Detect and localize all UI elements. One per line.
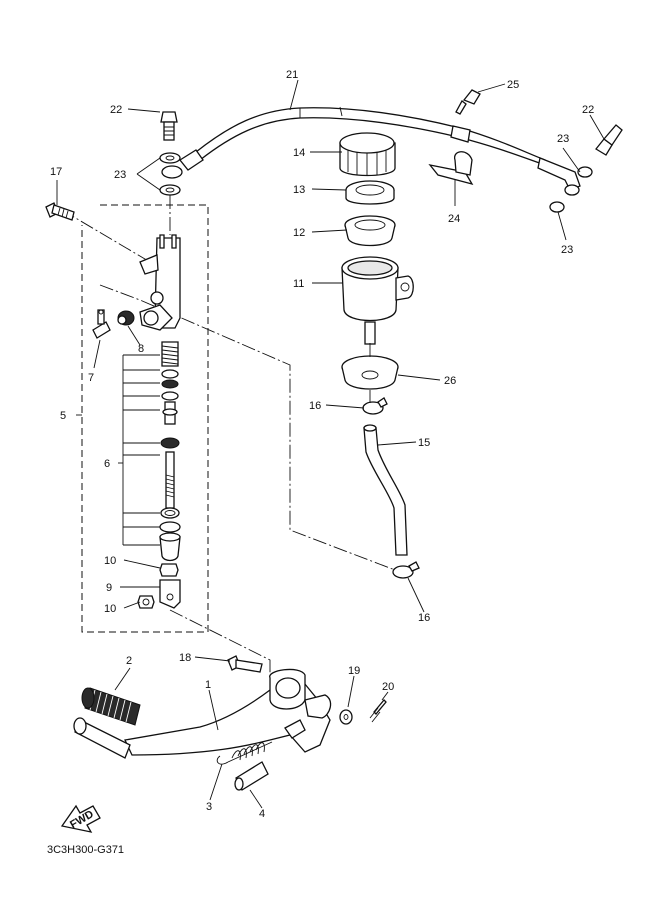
mc-kit-piston[interactable] — [162, 401, 178, 425]
callout-5: 5 — [60, 410, 66, 422]
nut-10-upper[interactable] — [159, 563, 179, 577]
callout-26: 26 — [444, 375, 456, 387]
clevis-9[interactable] — [159, 579, 181, 609]
copper-washer-right-upper[interactable] — [577, 166, 593, 178]
union-bolt-right[interactable] — [595, 124, 623, 156]
reservoir-tank-11[interactable] — [341, 256, 414, 345]
callout-23: 23 — [561, 244, 573, 256]
copper-washer-right-lower[interactable] — [549, 201, 565, 213]
mc-kit-cup-secondary[interactable] — [160, 437, 180, 449]
callout-13: 13 — [293, 184, 305, 196]
callout-25: 25 — [507, 79, 519, 91]
mc-kit-snap-ring[interactable] — [159, 521, 181, 533]
callout-22: 22 — [582, 104, 594, 116]
pivot-bolt-18[interactable] — [227, 655, 263, 673]
callout-17: 17 — [50, 166, 62, 178]
copper-washer-left-lower[interactable] — [159, 184, 181, 196]
mc-kit-boot[interactable] — [159, 532, 181, 562]
callout-1: 1 — [205, 679, 211, 691]
callout-24: 24 — [448, 213, 460, 225]
hose-holder-24[interactable] — [428, 151, 474, 186]
bleed-bolt-17[interactable] — [45, 202, 75, 221]
callout-16: 16 — [309, 400, 321, 412]
brake-hose[interactable] — [161, 106, 581, 196]
callout-23: 23 — [114, 169, 126, 181]
callout-4: 4 — [259, 808, 265, 820]
union-bolt-left[interactable] — [160, 111, 178, 141]
return-spring-3[interactable] — [216, 741, 273, 765]
cap-8[interactable] — [117, 310, 135, 326]
callout-16: 16 — [418, 612, 430, 624]
callout-18: 18 — [179, 652, 191, 664]
callout-9: 9 — [106, 582, 112, 594]
master-cylinder-body[interactable] — [139, 234, 181, 331]
callout-10: 10 — [104, 555, 116, 567]
master-cylinder-kit-boundary — [81, 204, 209, 633]
callout-22: 22 — [110, 104, 122, 116]
callout-6: 6 — [104, 458, 110, 470]
mc-kit-circlip[interactable] — [160, 507, 180, 519]
bleed-screw-7[interactable] — [92, 309, 111, 339]
callout-11: 11 — [293, 278, 304, 290]
reservoir-cap-14[interactable] — [339, 132, 396, 177]
nut-10-lower[interactable] — [137, 595, 155, 609]
bolt-25[interactable] — [455, 89, 481, 115]
callout-8: 8 — [138, 343, 144, 355]
callout-19: 19 — [348, 665, 360, 677]
cotter-pin-20[interactable] — [369, 699, 387, 723]
callout-2: 2 — [126, 655, 132, 667]
copper-washer-left-upper[interactable] — [159, 152, 181, 164]
callout-15: 15 — [418, 437, 430, 449]
reservoir-cover-26[interactable] — [341, 355, 399, 390]
callout-20: 20 — [382, 681, 394, 693]
spring-cover-4[interactable] — [234, 761, 269, 791]
callout-14: 14 — [293, 147, 305, 159]
callout-12: 12 — [293, 227, 305, 239]
callout-23: 23 — [557, 133, 569, 145]
callout-21: 21 — [286, 69, 298, 81]
diagram-code: 3C3H300-G371 — [47, 844, 124, 856]
mc-kit-push-rod[interactable] — [165, 451, 175, 509]
kit-6-bracket — [122, 354, 160, 546]
washer-19[interactable] — [339, 709, 353, 725]
callout-10: 10 — [104, 603, 116, 615]
callout-7: 7 — [88, 372, 94, 384]
diaphragm-plate-13[interactable] — [345, 180, 395, 205]
callout-3: 3 — [206, 801, 212, 813]
mc-kit-spring[interactable] — [161, 341, 179, 367]
hose-clamp-upper[interactable] — [362, 397, 388, 415]
reservoir-hose-15[interactable] — [363, 424, 408, 556]
hose-clamp-lower[interactable] — [392, 561, 420, 579]
brake-pedal-1[interactable] — [73, 668, 332, 759]
callout-leaders — [56, 79, 605, 809]
pedal-rubber-2[interactable] — [81, 687, 141, 726]
mc-kit-cup-primary[interactable] — [161, 369, 179, 389]
diaphragm-12[interactable] — [344, 215, 396, 247]
forward-arrow: FWD — [60, 804, 101, 833]
mc-kit-washer[interactable] — [161, 391, 179, 401]
callout-labels: 21 22 25 22 23 14 23 17 13 24 23 12 11 8… — [50, 69, 594, 820]
